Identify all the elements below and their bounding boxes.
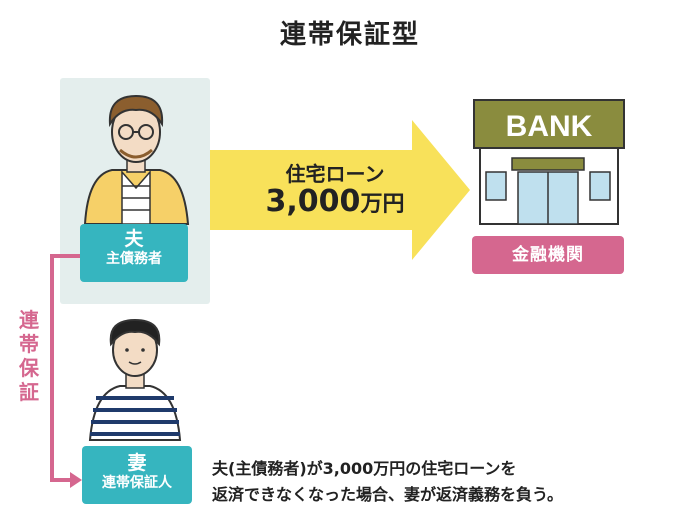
guarantee-char: 保 — [19, 356, 39, 380]
loan-amount-number: 3,000 — [265, 184, 361, 219]
guarantee-label: 連 帯 保 証 — [14, 308, 44, 404]
guarantee-char: 証 — [19, 380, 39, 404]
loan-arrow — [210, 120, 470, 260]
bank-sign-text: BANK — [506, 110, 593, 143]
husband-label: 夫 主債務者 — [80, 224, 188, 282]
guarantee-connector — [50, 254, 82, 482]
description-line: 返済できなくなった場合、妻が返済義務を負う。 — [212, 485, 564, 504]
husband-illustration — [83, 94, 190, 225]
husband-role: 主債務者 — [106, 251, 162, 267]
description-line: 夫(主債務者)が3,000万円の住宅ローンを — [212, 459, 517, 478]
loan-type-label: 住宅ローン — [285, 162, 385, 186]
description-text: 夫(主債務者)が3,000万円の住宅ローンを 返済できなくなった場合、妻が返済義… — [212, 456, 563, 508]
wife-name: 妻 — [127, 452, 147, 474]
wife-illustration — [88, 318, 182, 441]
loan-amount: 3,000万円 — [210, 184, 460, 219]
loan-amount-unit: 万円 — [360, 192, 405, 217]
bank-label: 金融機関 — [472, 236, 624, 274]
bank-building-icon: BANK — [473, 99, 625, 225]
guarantee-char: 帯 — [19, 332, 39, 356]
husband-name: 夫 — [124, 228, 144, 250]
page-title: 連帯保証型 — [279, 20, 420, 50]
guarantee-char: 連 — [19, 308, 39, 332]
wife-role: 連帯保証人 — [102, 475, 172, 491]
guarantee-arrowhead — [70, 472, 82, 488]
wife-label: 妻 連帯保証人 — [82, 446, 192, 504]
